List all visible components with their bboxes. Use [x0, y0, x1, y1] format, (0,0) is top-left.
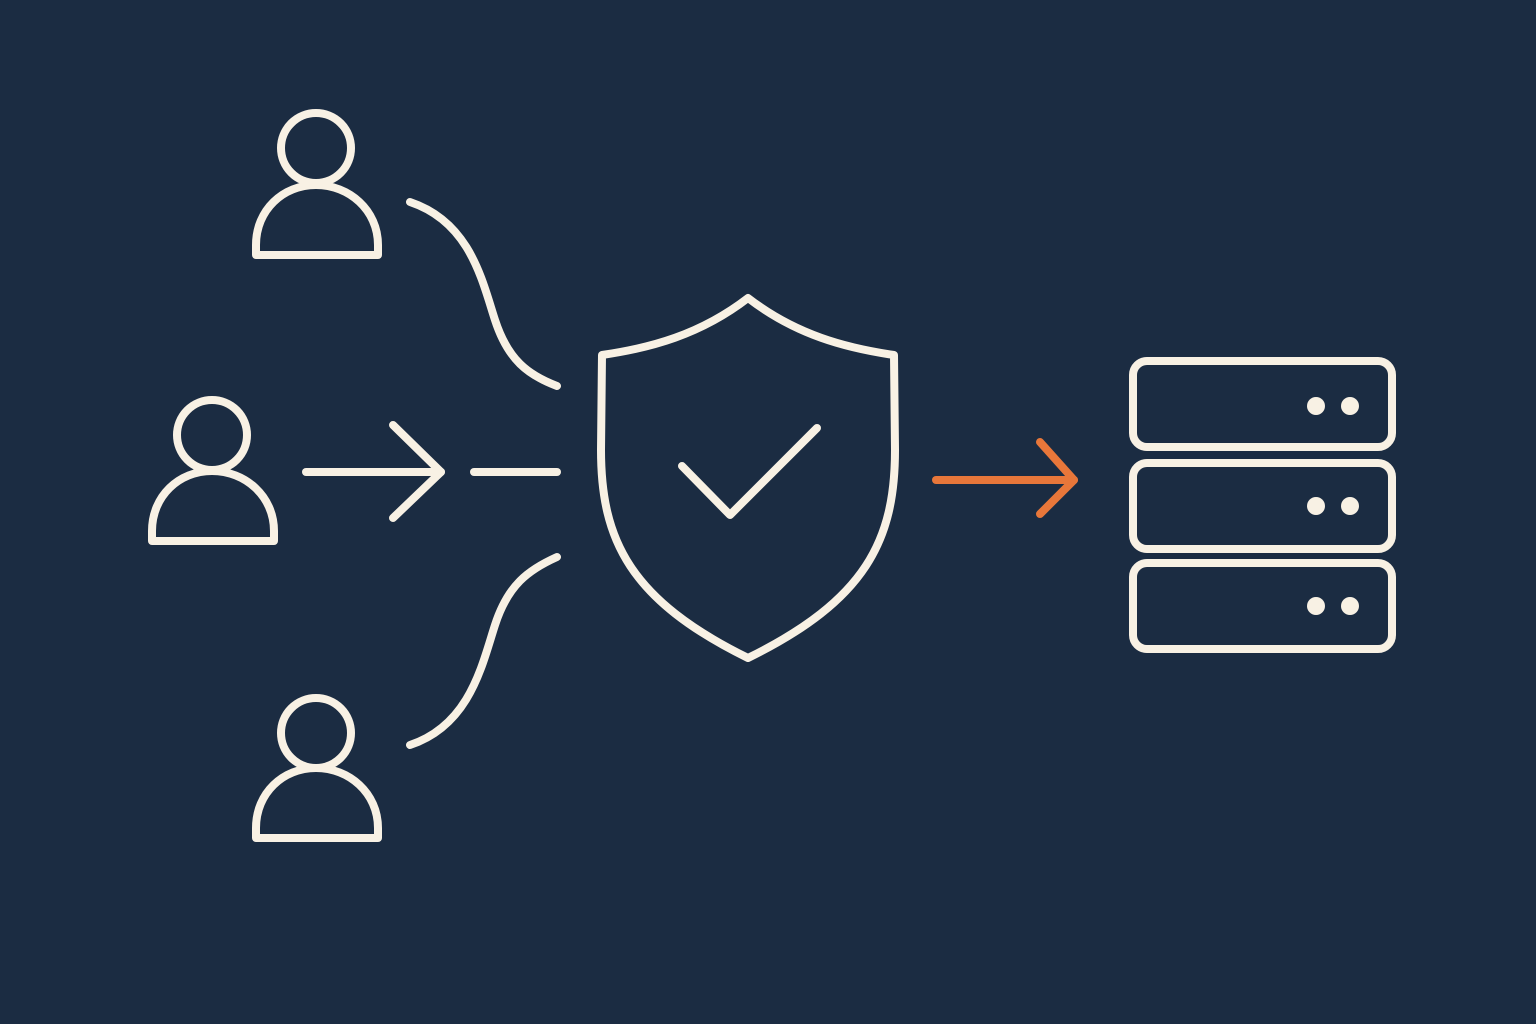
arrow-right-icon-middle	[302, 421, 445, 522]
server-stack-icon	[1129, 357, 1396, 653]
connector-curve-bottom	[406, 553, 561, 749]
connector-curve-top	[406, 198, 561, 390]
shield-check-icon	[597, 294, 899, 662]
user-icon-middle	[148, 396, 278, 545]
server-indicator-lights	[1307, 397, 1359, 615]
user-icon-bottom	[252, 694, 382, 842]
check-icon	[678, 424, 821, 519]
user-icon-top	[252, 109, 382, 259]
server-unit-2	[1129, 459, 1396, 553]
server-unit-1	[1129, 357, 1396, 451]
server-unit-3	[1129, 559, 1396, 653]
arrow-right-icon-output	[932, 438, 1078, 518]
